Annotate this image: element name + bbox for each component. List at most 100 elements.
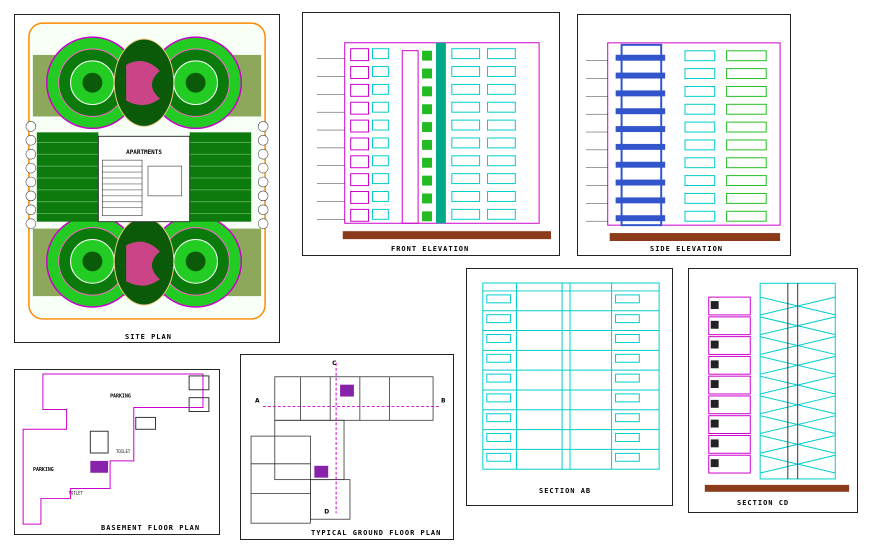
window	[371, 173, 389, 185]
floor-bay	[708, 434, 751, 454]
window	[726, 50, 767, 62]
typical-ground-floor-plan-drawing: A B C D	[250, 360, 446, 524]
top-right-garden	[149, 36, 243, 130]
basement-floor-plan-drawing: PARKING PARKING TOILET TOILET	[22, 373, 210, 525]
section-ab-panel: SECTION AB	[466, 268, 673, 506]
opening	[710, 320, 719, 329]
balcony	[615, 179, 666, 186]
section-marker-d: D	[324, 508, 329, 515]
window	[451, 83, 481, 95]
opening	[486, 452, 512, 462]
window	[726, 139, 767, 151]
balcony	[615, 108, 666, 115]
basement-label-4: TOILET	[69, 490, 84, 495]
front-elevation-panel: FRONT ELEVATION	[302, 12, 560, 256]
window	[726, 192, 767, 204]
opening	[615, 334, 640, 343]
window	[350, 101, 370, 115]
side-elevation-caption: SIDE ELEVATION	[650, 245, 724, 253]
bottom-right-garden	[149, 214, 243, 308]
section-ab-floors	[482, 283, 660, 470]
window	[371, 66, 389, 77]
window	[684, 139, 716, 151]
balcony	[615, 54, 666, 61]
balcony	[615, 215, 666, 222]
glazing	[422, 175, 432, 186]
glazing	[422, 193, 432, 204]
site-plan-drawing: APARTMENTS	[25, 22, 269, 320]
balcony	[615, 197, 666, 204]
floor-bay	[708, 296, 751, 316]
section-cd-floors	[708, 283, 836, 479]
window	[684, 68, 716, 80]
window	[684, 50, 716, 62]
section-ab-drawing	[482, 282, 660, 470]
opening	[710, 399, 719, 408]
window	[371, 137, 389, 149]
window	[726, 68, 767, 80]
window	[371, 208, 389, 220]
opening	[710, 301, 719, 309]
site-plan-caption: SITE PLAN	[125, 333, 172, 341]
glazing	[422, 104, 432, 115]
window	[684, 175, 716, 187]
window	[350, 191, 370, 204]
opening	[615, 373, 640, 383]
window	[726, 103, 767, 115]
window	[487, 83, 516, 95]
opening	[486, 433, 512, 442]
window	[726, 121, 767, 133]
window	[451, 173, 481, 185]
window	[451, 155, 481, 167]
window	[371, 119, 389, 131]
window	[487, 119, 516, 131]
basement-floor-plan-panel: PARKING PARKING TOILET TOILET BASEMENT F…	[14, 369, 220, 535]
window	[684, 192, 716, 204]
balcony	[615, 161, 666, 168]
glazing	[422, 139, 432, 150]
window	[451, 66, 481, 77]
opening	[710, 439, 719, 448]
window	[487, 173, 516, 185]
section-cd-caption: SECTION CD	[737, 499, 790, 507]
opening	[615, 314, 640, 324]
window	[371, 48, 389, 60]
balcony	[615, 143, 666, 150]
glazing	[422, 122, 432, 133]
floor-bay	[708, 375, 751, 395]
basement-label-2: PARKING	[33, 467, 54, 473]
opening	[486, 314, 512, 324]
window	[684, 85, 716, 97]
basement-label-1: PARKING	[110, 394, 131, 400]
window	[451, 48, 481, 60]
window	[451, 191, 481, 202]
window	[350, 155, 370, 169]
section-ab-caption: SECTION AB	[539, 487, 592, 495]
side-elevation-floors	[585, 50, 767, 222]
balcony	[615, 90, 666, 97]
window	[684, 210, 716, 222]
window	[350, 66, 370, 79]
opening	[486, 334, 512, 343]
opening	[710, 419, 719, 428]
window	[371, 83, 389, 95]
window	[487, 101, 516, 113]
site-plan-panel: APARTMENTS SITE PLAN	[14, 14, 280, 343]
section-cd-panel: SECTION CD	[688, 268, 858, 513]
window	[684, 157, 716, 169]
floor-bay	[708, 415, 751, 434]
window	[350, 48, 370, 62]
window	[451, 137, 481, 149]
opening	[710, 360, 719, 369]
window	[487, 191, 516, 202]
opening	[486, 393, 512, 403]
opening	[615, 294, 640, 304]
window	[726, 85, 767, 97]
opening	[615, 353, 640, 363]
opening	[615, 452, 640, 462]
balcony	[615, 72, 666, 79]
window	[487, 155, 516, 167]
floor-bay	[708, 454, 751, 474]
window	[350, 173, 370, 187]
window	[726, 175, 767, 187]
